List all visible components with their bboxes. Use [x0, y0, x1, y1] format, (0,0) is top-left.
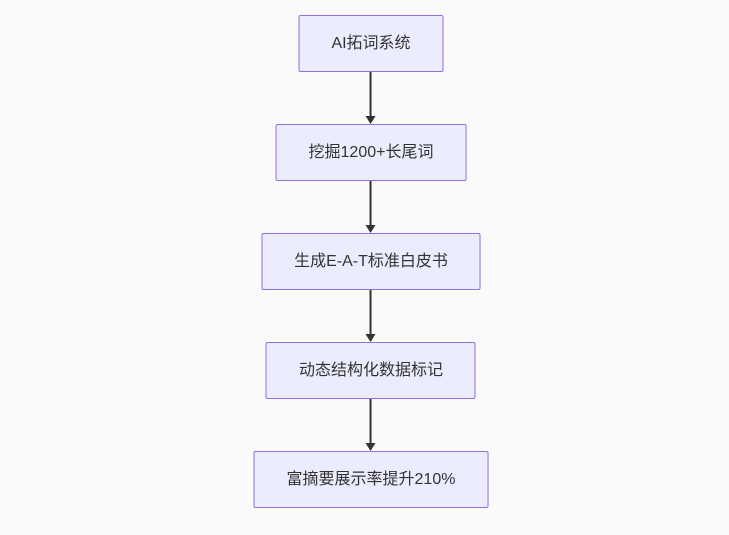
flow-node-step-5: 富摘要展示率提升210%: [253, 451, 489, 508]
flowchart: AI拓词系统挖掘1200+长尾词生成E-A-T标准白皮书动态结构化数据标记富摘要…: [253, 15, 489, 508]
flow-node-step-2: 挖掘1200+长尾词: [275, 124, 467, 181]
flow-node-step-4: 动态结构化数据标记: [265, 342, 476, 399]
flow-node-step-1: AI拓词系统: [298, 15, 444, 72]
arrow-shaft: [370, 290, 372, 334]
flow-node-step-3: 生成E-A-T标准白皮书: [261, 233, 481, 290]
arrow-shaft: [370, 181, 372, 225]
flow-arrow-down: [365, 399, 377, 451]
flow-node-label: 生成E-A-T标准白皮书: [294, 253, 448, 270]
flow-node-label: 动态结构化数据标记: [298, 362, 443, 379]
flow-arrow-down: [365, 181, 377, 233]
arrow-shaft: [370, 399, 372, 443]
flow-node-label: 挖掘1200+长尾词: [308, 144, 434, 161]
flow-node-label: AI拓词系统: [331, 35, 411, 52]
flow-arrow-down: [365, 290, 377, 342]
flow-node-label: 富摘要展示率提升210%: [286, 471, 456, 488]
arrowhead-down-icon: [366, 116, 376, 124]
arrowhead-down-icon: [366, 443, 376, 451]
arrowhead-down-icon: [366, 334, 376, 342]
arrowhead-down-icon: [366, 225, 376, 233]
arrow-shaft: [370, 72, 372, 116]
flow-arrow-down: [365, 72, 377, 124]
